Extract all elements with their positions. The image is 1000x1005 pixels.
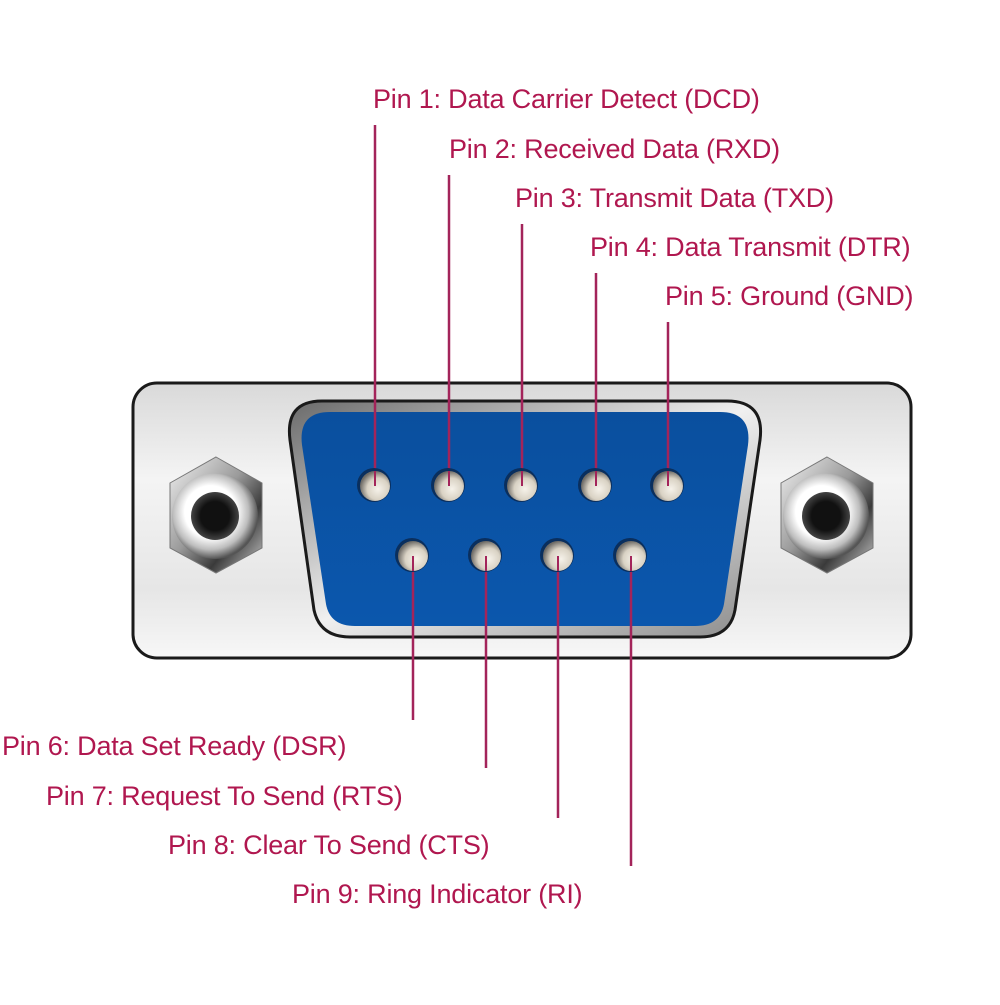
pin-8-label: Pin 8: Clear To Send (CTS) bbox=[168, 830, 490, 860]
pin-1-label: Pin 1: Data Carrier Detect (DCD) bbox=[373, 84, 760, 114]
pin-9-label: Pin 9: Ring Indicator (RI) bbox=[292, 879, 583, 909]
pin-2-label: Pin 2: Received Data (RXD) bbox=[449, 134, 780, 164]
right-mounting-screw bbox=[780, 456, 874, 574]
pin-5-label: Pin 5: Ground (GND) bbox=[665, 281, 914, 311]
pin-4-label: Pin 4: Data Transmit (DTR) bbox=[590, 232, 911, 262]
pin-6-label: Pin 6: Data Set Ready (DSR) bbox=[2, 731, 347, 761]
left-mounting-screw bbox=[169, 456, 263, 574]
connector-insert bbox=[301, 412, 749, 626]
pin-7-label: Pin 7: Request To Send (RTS) bbox=[46, 781, 403, 811]
pin-3-label: Pin 3: Transmit Data (TXD) bbox=[515, 183, 834, 213]
pin-7 bbox=[468, 538, 502, 572]
